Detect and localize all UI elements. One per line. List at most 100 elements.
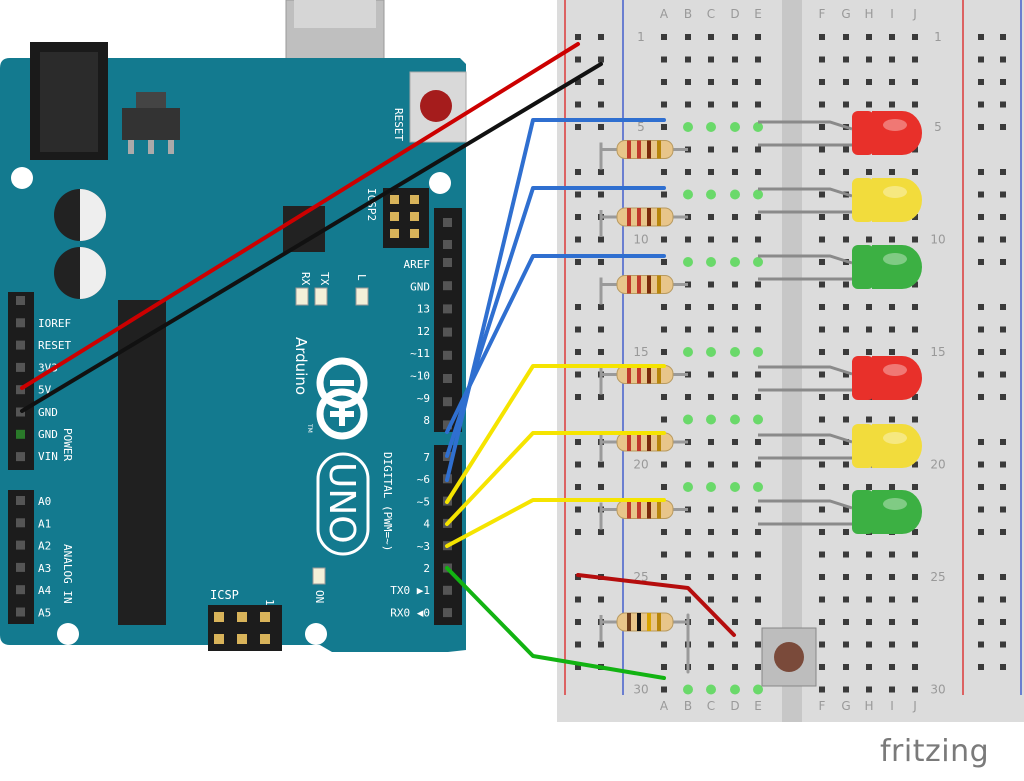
mounting-hole bbox=[11, 167, 33, 189]
breadboard-hole bbox=[755, 641, 761, 648]
icsp2-pin bbox=[410, 212, 419, 221]
column-letter-top: E bbox=[754, 7, 762, 21]
breadboard-hole bbox=[755, 619, 761, 625]
breadboard-hole bbox=[732, 56, 738, 63]
led-lead bbox=[758, 120, 853, 131]
rail-hole bbox=[978, 484, 984, 490]
rail-hole bbox=[978, 461, 984, 468]
header-pin bbox=[16, 540, 25, 550]
resistor-band bbox=[647, 365, 651, 384]
rail-hole bbox=[575, 484, 581, 490]
rail-hole bbox=[978, 394, 984, 400]
wire-5v-red[interactable] bbox=[20, 42, 580, 390]
rail-hole bbox=[1000, 349, 1006, 355]
rail-hole bbox=[1000, 191, 1006, 198]
rail-hole bbox=[1000, 506, 1006, 513]
led-lead bbox=[758, 433, 853, 444]
row-number-right: 20 bbox=[930, 458, 945, 472]
column-letter-bottom: H bbox=[864, 699, 873, 713]
voltage-regulator-tab bbox=[136, 92, 166, 110]
breadboard-hole bbox=[685, 34, 691, 40]
wire-pin6-blue[interactable] bbox=[445, 118, 666, 482]
wire-pin2-green[interactable] bbox=[445, 566, 666, 680]
header-pin bbox=[16, 296, 25, 305]
breadboard-hole bbox=[685, 596, 691, 603]
capacitor-stripe bbox=[80, 247, 106, 299]
breadboard-hole bbox=[661, 191, 667, 198]
wire-pin8-blue[interactable] bbox=[445, 254, 666, 434]
breadboard-hole bbox=[819, 34, 825, 40]
breadboard-hole bbox=[755, 664, 761, 670]
icsp-label: ICSP bbox=[210, 588, 239, 602]
breadboard-hole bbox=[708, 371, 714, 378]
header-pin bbox=[443, 608, 452, 618]
wire-pin4-yellow[interactable] bbox=[445, 431, 666, 526]
resistor-body bbox=[616, 612, 674, 632]
led-highlight bbox=[883, 364, 907, 376]
rail-hole bbox=[598, 529, 604, 535]
led-body bbox=[872, 178, 922, 222]
breadboard-hole bbox=[819, 596, 825, 603]
header-pin bbox=[16, 562, 25, 572]
rail-hole bbox=[1000, 304, 1006, 310]
breadboard-hole bbox=[819, 281, 825, 288]
breadboard-hole bbox=[889, 304, 895, 310]
resistor-band bbox=[637, 433, 641, 451]
breadboard-hole bbox=[819, 641, 825, 648]
arduino-brand-label: Arduino bbox=[292, 337, 310, 395]
pin-label-digital-low: 4 bbox=[423, 518, 430, 531]
breadboard-channel bbox=[782, 0, 802, 722]
connected-hole bbox=[753, 684, 763, 695]
wire-gnd-black[interactable] bbox=[20, 62, 603, 413]
breadboard-hole bbox=[843, 484, 849, 490]
pushbutton-cap[interactable] bbox=[774, 642, 804, 672]
breadboard-hole bbox=[685, 394, 691, 400]
breadboard-hole bbox=[755, 236, 761, 243]
connected-hole bbox=[753, 189, 763, 200]
rail-hole bbox=[598, 394, 604, 400]
rail-hole bbox=[978, 169, 984, 175]
header-pin bbox=[16, 518, 25, 528]
resistor-band bbox=[657, 275, 661, 294]
breadboard-hole bbox=[755, 461, 761, 468]
rail-hole bbox=[978, 641, 984, 648]
breadboard-hole bbox=[866, 686, 872, 693]
breadboard-hole bbox=[732, 304, 738, 310]
wire-pin7-blue[interactable] bbox=[445, 186, 666, 458]
breadboard-hole bbox=[732, 619, 738, 625]
led-body bbox=[872, 424, 922, 468]
reset-button[interactable] bbox=[420, 90, 452, 122]
wire-button-red[interactable] bbox=[576, 573, 736, 637]
wire-pin5-yellow[interactable] bbox=[445, 364, 666, 504]
led-leads bbox=[758, 120, 853, 526]
breadboard-hole bbox=[819, 146, 825, 153]
rail-hole bbox=[978, 439, 984, 445]
column-letter-top: C bbox=[707, 7, 715, 21]
rail-hole bbox=[978, 34, 984, 40]
pin-label-digital-high: ~9 bbox=[417, 392, 430, 405]
connected-hole bbox=[706, 347, 716, 357]
resistor bbox=[599, 500, 688, 530]
breadboard-hole bbox=[843, 529, 849, 535]
wire-pin3-yellow[interactable] bbox=[445, 498, 666, 548]
breadboard-hole bbox=[732, 79, 738, 85]
connected-hole bbox=[683, 414, 693, 425]
row-number-left: 20 bbox=[633, 458, 648, 472]
column-letter-top: G bbox=[841, 7, 850, 21]
breadboard-hole bbox=[889, 619, 895, 625]
rail-hole bbox=[978, 236, 984, 243]
rail-hole bbox=[978, 259, 984, 265]
breadboard-hole bbox=[732, 214, 738, 220]
rail-hole bbox=[598, 124, 604, 130]
icsp2-pin bbox=[390, 195, 399, 204]
breadboard-hole bbox=[732, 326, 738, 333]
breadboard-hole bbox=[843, 394, 849, 400]
pushbutton[interactable] bbox=[761, 627, 817, 687]
breadboard-hole bbox=[843, 146, 849, 153]
breadboard-hole bbox=[866, 236, 872, 243]
rail-hole bbox=[575, 191, 581, 198]
column-letter-top: A bbox=[660, 7, 669, 21]
connected-hole bbox=[753, 257, 763, 267]
header-pin bbox=[443, 240, 452, 249]
row-number-right: 25 bbox=[930, 570, 945, 584]
